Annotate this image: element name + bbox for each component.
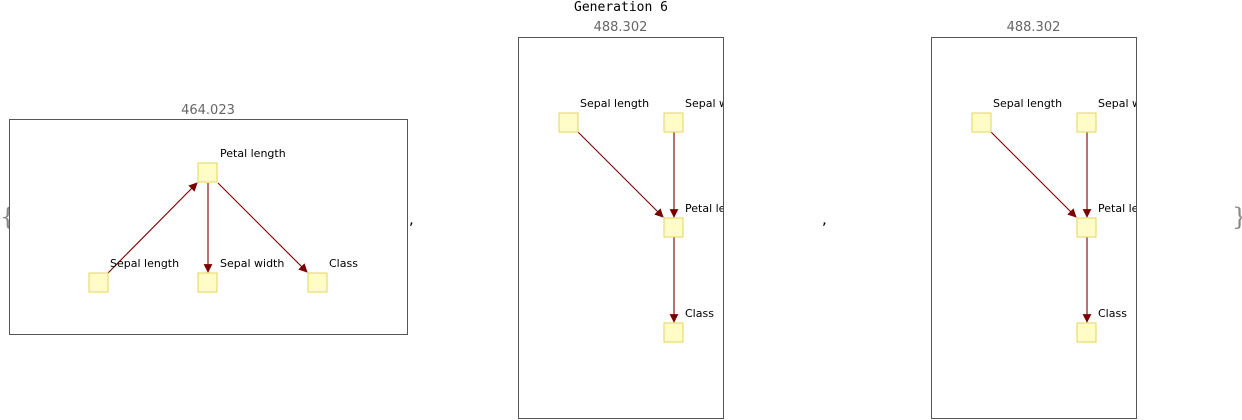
label-class: Class: [329, 257, 358, 270]
label-class: Class: [685, 307, 714, 320]
label-petal-length: Petal length: [685, 202, 724, 215]
node-petal-length: [663, 217, 684, 238]
graph-2-panel: Sepal length Sepal width Petal length Cl…: [518, 37, 724, 419]
graph-3-panel: Sepal length Sepal width Petal length Cl…: [931, 37, 1137, 419]
label-sepal-width: Sepal width: [1098, 97, 1137, 110]
label-sepal-length: Sepal length: [110, 257, 179, 270]
graph-1-diagram: Petal length Sepal length Sepal width Cl…: [88, 147, 358, 293]
node-class: [663, 322, 684, 343]
label-petal-length: Petal length: [1098, 202, 1137, 215]
node-class: [307, 272, 328, 293]
label-class: Class: [1098, 307, 1127, 320]
graph-1-panel: Petal length Sepal length Sepal width Cl…: [9, 119, 408, 335]
label-sepal-width: Sepal width: [685, 97, 724, 110]
edge-petal-length-to-class: [217, 182, 308, 273]
label-sepal-length: Sepal length: [993, 97, 1062, 110]
graph-3-diagram: Sepal length Sepal width Petal length Cl…: [971, 97, 1137, 343]
graph-2-diagram: Sepal length Sepal width Petal length Cl…: [558, 97, 724, 343]
edge-sepal-length-to-petal-length: [577, 131, 664, 218]
node-petal-length: [197, 162, 218, 183]
label-sepal-length: Sepal length: [580, 97, 649, 110]
node-petal-length: [1076, 217, 1097, 238]
separator-comma-1: ,: [409, 210, 414, 228]
node-sepal-width: [663, 112, 684, 133]
node-sepal-width: [197, 272, 218, 293]
graph-3-score: 488.302: [1006, 20, 1061, 35]
label-petal-length: Petal length: [220, 147, 286, 160]
close-brace: }: [1232, 205, 1242, 229]
label-sepal-width: Sepal width: [220, 257, 284, 270]
node-sepal-length: [971, 112, 992, 133]
generation-title: Generation 6: [574, 0, 668, 15]
edge-sepal-length-to-petal-length: [990, 131, 1077, 218]
node-sepal-length: [88, 272, 109, 293]
node-class: [1076, 322, 1097, 343]
edge-sepal-length-to-petal-length: [107, 182, 198, 274]
separator-comma-2: ,: [822, 210, 827, 228]
node-sepal-width: [1076, 112, 1097, 133]
graph-1-score: 464.023: [181, 103, 235, 118]
graph-2-score: 488.302: [593, 20, 648, 35]
node-sepal-length: [558, 112, 579, 133]
